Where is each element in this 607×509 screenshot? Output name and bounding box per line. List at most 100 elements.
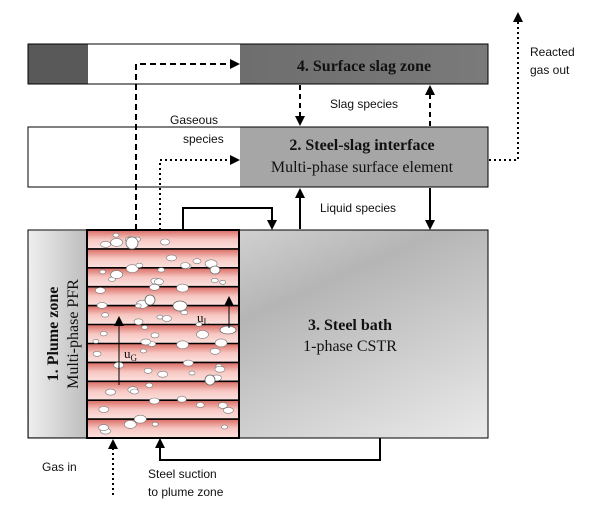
surface-slag-zone: 4. Surface slag zone: [27, 43, 489, 85]
plume-zone-title: 1. Plume zone: [45, 287, 62, 382]
gas-bubble: [156, 314, 164, 320]
flow-labels: Slag species Liquid species Gaseous spec…: [42, 45, 575, 499]
gas-bubble: [143, 367, 153, 374]
gas-bubble: [209, 347, 221, 355]
gaseous-species-label-line2: species: [183, 132, 224, 146]
plume-row: [87, 305, 239, 325]
plume-row: [87, 267, 239, 287]
liquid-velocity-label: uL: [197, 310, 209, 327]
gas-bubble: [209, 265, 221, 275]
gas-bubble: [157, 267, 165, 273]
gas-bubble: [176, 340, 189, 350]
gas-bubble: [134, 414, 147, 424]
gas-bubble: [221, 424, 228, 430]
gas-bubble: [214, 365, 226, 373]
plume-row: [87, 400, 239, 420]
gas-bubble: [183, 359, 194, 367]
gas-bubble: [176, 283, 189, 293]
plume-to-bath-liquid-arrow: [182, 207, 277, 230]
steel-bath-title: 3. Steel bath: [308, 317, 392, 334]
gas-bubble: [110, 238, 123, 247]
gaseous-species-label-line1: Gaseous: [170, 113, 218, 127]
gas-bubble: [125, 236, 139, 250]
gas-bubble: [110, 270, 123, 279]
steel-suction-label-line1: Steel suction: [148, 467, 217, 481]
gas-bubble: [219, 325, 237, 335]
gas-bubble: [195, 322, 203, 327]
gas-bubble: [188, 370, 196, 376]
gas-bubble: [214, 338, 228, 348]
gas-bubble: [223, 407, 234, 414]
steel-slag-interface-zone: 2. Steel-slag interface Multi-phase surf…: [27, 126, 489, 188]
gas-bubble: [96, 302, 108, 309]
plume-row: [87, 381, 239, 401]
gas-bubble: [149, 397, 160, 405]
gas-bubble: [133, 318, 144, 326]
gas-bubble: [135, 262, 144, 268]
gas-bubble: [166, 254, 177, 262]
steel-bath-subtitle: 1-phase CSTR: [303, 338, 397, 355]
slag-species-label: Slag species: [330, 97, 398, 111]
gas-bubble: [130, 388, 139, 395]
gas-velocity-label: uG: [124, 346, 138, 363]
gas-bubble: [100, 241, 111, 248]
gas-bubble: [98, 424, 109, 431]
slag-zone-border: [27, 43, 489, 85]
gas-bubble: [99, 269, 106, 275]
gas-bubble: [92, 338, 100, 344]
gas-bubble: [219, 279, 226, 285]
plume-row: [87, 286, 239, 306]
steel-suction-label-line2: to plume zone: [148, 485, 224, 499]
reacted-gas-label-line2: gas out: [530, 63, 570, 77]
gas-bubble: [98, 406, 110, 413]
plume-label-panel: [29, 231, 87, 437]
gas-bubble: [95, 287, 106, 294]
gas-bubbles: [92, 232, 237, 435]
plume-row: [87, 419, 239, 438]
plume-row: [87, 343, 239, 363]
plume-row: [87, 248, 239, 268]
flow-arrows: [108, 12, 523, 495]
gas-bubble: [192, 258, 202, 264]
gas-bubble: [180, 262, 190, 269]
gas-in-label: Gas in: [42, 460, 77, 474]
gas-bubble: [105, 388, 116, 396]
gas-bubble: [112, 232, 120, 238]
gas-bubble: [144, 294, 156, 306]
interface-blank-segment: [28, 127, 240, 187]
gas-bubble: [92, 351, 102, 357]
gas-bubble: [196, 402, 205, 408]
gas-bubble: [172, 300, 188, 312]
liquid-species-label: Liquid species: [320, 201, 396, 215]
interface-border: [27, 126, 489, 188]
gas-bubble: [151, 421, 159, 427]
gas-bubble: [101, 312, 109, 318]
gas-bubble: [149, 283, 160, 291]
gas-bubble: [210, 277, 219, 283]
gas-bubble: [141, 325, 148, 330]
plume-to-interface-gas-arrow: [159, 155, 240, 230]
interface-title: 2. Steel-slag interface: [289, 137, 434, 154]
steel-suction-arrow: [155, 438, 381, 461]
gas-bubble: [196, 330, 209, 339]
gas-bubble: [154, 278, 164, 286]
reacted-gas-label-line1: Reacted: [530, 45, 575, 59]
gas-bubble: [177, 395, 187, 403]
plume-to-slag-gas-arrow: [135, 59, 240, 230]
gas-bubble: [126, 264, 139, 274]
gas-bubble: [218, 402, 228, 409]
slag-dark-segment: [28, 44, 88, 84]
gas-bubble: [160, 238, 170, 246]
interface-box: [240, 127, 488, 187]
gas-bubble: [150, 332, 160, 339]
gas-bubble: [124, 420, 137, 429]
surface-slag-zone-title: 4. Surface slag zone: [297, 58, 431, 75]
gas-bubble: [140, 338, 152, 346]
gas-bubble: [145, 382, 153, 388]
plume-zone-subtitle: Multi-phase PFR: [65, 279, 82, 389]
gas-bubble: [135, 303, 142, 309]
gas-bubble: [204, 374, 216, 386]
gas-bubble: [140, 348, 147, 354]
gas-bubble: [162, 315, 172, 322]
